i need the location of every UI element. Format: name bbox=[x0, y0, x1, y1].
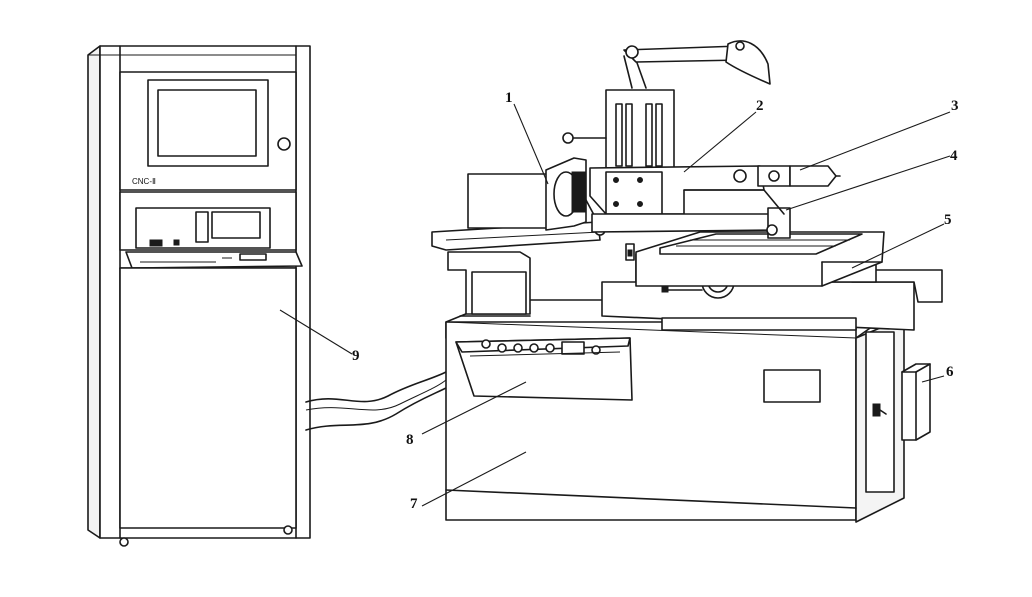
callout-2: 2 bbox=[756, 98, 764, 114]
callout-numbers: 1 2 3 4 5 6 7 8 9 bbox=[352, 90, 959, 512]
lower-arm bbox=[591, 189, 791, 239]
power-knob bbox=[277, 137, 291, 151]
leader-1 bbox=[513, 103, 549, 185]
callout-7: 7 bbox=[410, 496, 418, 512]
callout-8: 8 bbox=[406, 432, 414, 448]
leader-2 bbox=[683, 111, 757, 173]
operation-panel bbox=[455, 337, 633, 401]
upper-arm bbox=[562, 89, 791, 215]
wire-drum bbox=[467, 157, 606, 236]
keyboard-shelf bbox=[125, 251, 303, 269]
work-lamp bbox=[623, 40, 771, 89]
callout-leaders bbox=[279, 103, 951, 507]
leader-6 bbox=[921, 375, 945, 383]
callout-3: 3 bbox=[951, 98, 959, 114]
callout-9: 9 bbox=[352, 348, 360, 364]
leader-3 bbox=[799, 111, 951, 171]
machine-bed bbox=[445, 299, 911, 523]
leader-5 bbox=[851, 223, 945, 269]
control-display bbox=[211, 211, 261, 239]
leader-8 bbox=[421, 381, 527, 435]
leader-9 bbox=[279, 309, 353, 355]
monitor-screen bbox=[157, 89, 257, 157]
work-table bbox=[601, 231, 943, 331]
name-plate bbox=[763, 369, 821, 403]
coolant-tank bbox=[901, 363, 931, 441]
control-cabinet: CNC-Ⅱ bbox=[87, 45, 311, 547]
wire-guide bbox=[789, 165, 841, 187]
leader-4 bbox=[785, 155, 951, 211]
connecting-cables bbox=[305, 371, 447, 431]
callout-6: 6 bbox=[946, 364, 954, 380]
table-surface bbox=[659, 233, 863, 255]
cabinet-label: CNC-Ⅱ bbox=[132, 177, 156, 186]
callout-4: 4 bbox=[950, 148, 958, 164]
cabinet-door bbox=[119, 267, 297, 529]
callout-5: 5 bbox=[944, 212, 952, 228]
leader-7 bbox=[421, 451, 527, 507]
callout-1: 1 bbox=[505, 90, 513, 106]
door-handle bbox=[872, 403, 881, 417]
